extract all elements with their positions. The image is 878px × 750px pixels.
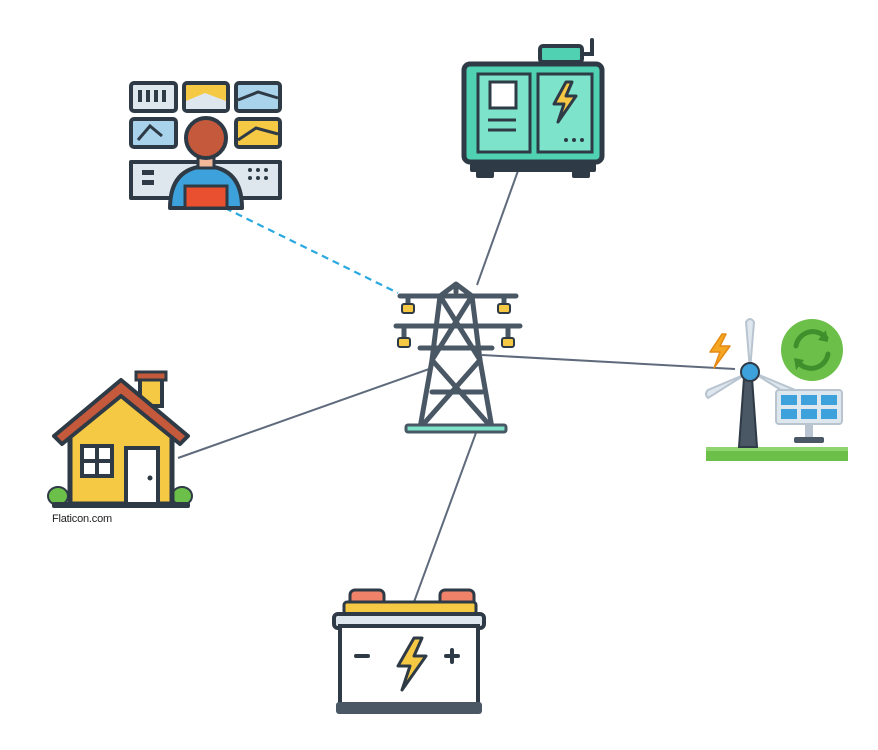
connection-control-room [224,207,399,294]
connection-battery [413,429,478,603]
connection-renewable [481,354,736,370]
attribution-credit: Flaticon.com [52,513,112,525]
tower-insulators [397,303,515,434]
wind-solar-renewable-icon [705,318,848,461]
house-icon [47,370,193,508]
generator-icon [461,38,605,178]
control-room-operator-icon [129,81,282,210]
battery-icon [332,588,486,714]
connection-generator [476,167,520,286]
connection-house [177,367,433,459]
connections [177,167,736,603]
